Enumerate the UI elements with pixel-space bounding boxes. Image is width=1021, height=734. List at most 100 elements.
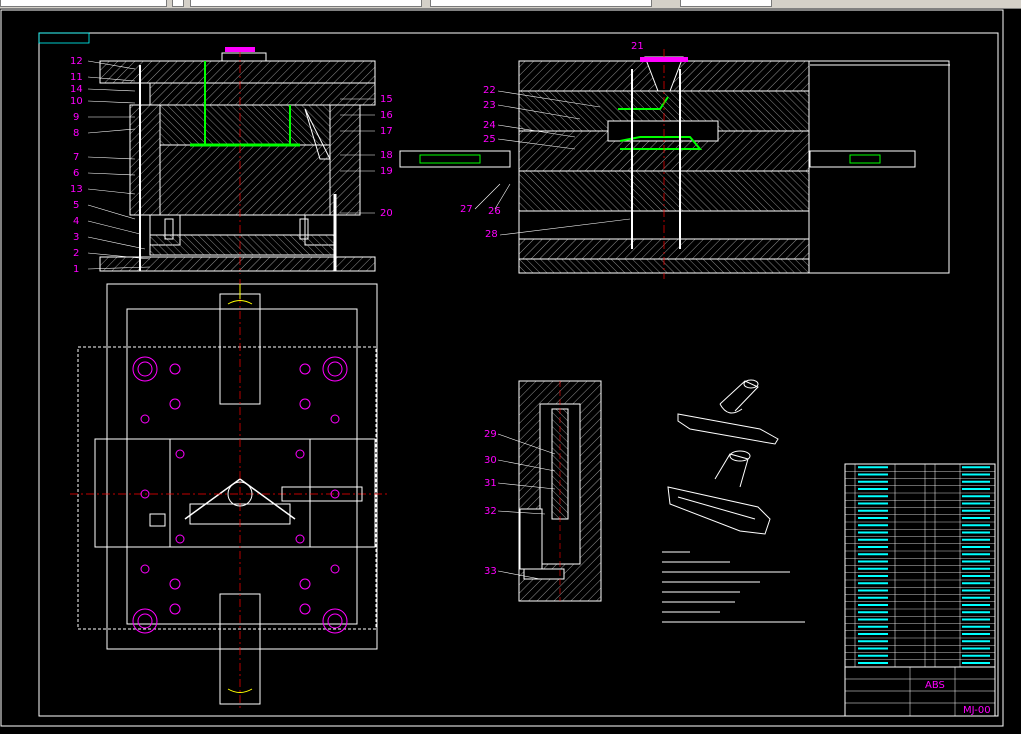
part-label: 20	[380, 208, 393, 219]
bom-cell-text	[962, 466, 990, 469]
part-label: 28	[485, 229, 498, 240]
part-label: 26	[488, 206, 501, 217]
toolbar-field-2[interactable]	[172, 0, 184, 7]
bom-cell-text	[962, 604, 990, 606]
bom-cell-text	[962, 567, 990, 570]
part-label: 5	[73, 200, 79, 211]
bom-cell-text	[962, 618, 990, 621]
bom-cell-text	[858, 502, 888, 505]
bom-cell-text	[962, 480, 990, 483]
part-labels: 1 2 3 4 5 6 7 8 9 10 11 12 13 14 15 16 1…	[70, 41, 644, 577]
cad-drawing[interactable]: 1 2 3 4 5 6 7 8 9 10 11 12 13 14 15 16 1…	[0, 9, 1021, 734]
bom-cell-text	[962, 560, 990, 563]
part-label: 32	[484, 506, 497, 517]
bom-cell-text	[858, 553, 888, 556]
bom-cell-text	[858, 640, 888, 643]
part-label: 29	[484, 429, 497, 440]
part-label: 8	[73, 128, 79, 139]
bom-cell-text	[858, 625, 888, 628]
bom-cell-text	[962, 625, 990, 628]
part-label: 30	[484, 455, 497, 466]
bom-cell-text	[962, 531, 990, 534]
bom-cell-text	[962, 473, 990, 476]
toolbar-field-4[interactable]	[430, 0, 652, 7]
part-label: 16	[380, 110, 393, 121]
bom-cell-text	[858, 480, 888, 483]
part-label: 4	[73, 216, 79, 227]
toolbar-field-3[interactable]	[190, 0, 422, 7]
material-label: ABS	[925, 680, 945, 691]
part-label: 2	[73, 248, 79, 259]
part-label: 18	[380, 150, 393, 161]
part-label: 1	[73, 264, 79, 275]
part-label: 14	[70, 84, 83, 95]
part-label: 24	[483, 120, 496, 131]
bom-cell-text	[962, 589, 990, 592]
drawing-canvas[interactable]: 1 2 3 4 5 6 7 8 9 10 11 12 13 14 15 16 1…	[0, 9, 1021, 734]
bom-cell-text	[962, 633, 990, 635]
part-label: 25	[483, 134, 496, 145]
sheet-inner-border	[38, 32, 999, 717]
toolbar-field-1[interactable]	[0, 0, 167, 7]
bom-cell-text	[858, 611, 888, 614]
bom-cell-text	[858, 647, 888, 650]
part-label: 12	[70, 56, 83, 67]
side-section-view	[399, 49, 950, 279]
part-label: 22	[483, 85, 496, 96]
part-label: 7	[73, 152, 79, 163]
part-label: 19	[380, 166, 393, 177]
part-label: 17	[380, 126, 393, 137]
bom-cell-text	[858, 546, 888, 548]
bom-cell-text	[858, 662, 888, 664]
bom-cell-text	[962, 662, 990, 664]
technical-notes	[662, 551, 805, 623]
part-label: 33	[484, 566, 497, 577]
product-view-top	[677, 379, 779, 445]
bom-cell-text	[962, 654, 990, 657]
part-label: 31	[484, 478, 497, 489]
toolbar	[0, 0, 1021, 9]
product-view-bottom	[667, 450, 771, 535]
bom-cell-text	[858, 531, 888, 534]
bom-cell-text	[858, 466, 888, 469]
bom-cell-text	[962, 611, 990, 614]
bom-cell-text	[858, 567, 888, 570]
title-block: ABS MJ-00	[844, 666, 996, 717]
bom-cell-text	[962, 509, 990, 512]
bom-cell-text	[962, 502, 990, 505]
bom-cell-text	[962, 495, 990, 498]
bom-cell-text	[962, 553, 990, 556]
bom-cell-text	[962, 538, 990, 541]
detail-view	[518, 380, 602, 602]
bom-cell-text	[962, 582, 990, 585]
bom-cell-text	[962, 575, 990, 577]
part-label: 9	[73, 112, 79, 123]
bom-cell-text	[962, 647, 990, 650]
corner-tag	[38, 32, 90, 44]
sheet-outer-border	[0, 9, 1004, 727]
bill-of-materials	[844, 463, 996, 668]
bom-cell-text	[858, 517, 888, 519]
bom-cell-text	[962, 546, 990, 548]
plan-view	[70, 279, 390, 709]
part-label: 11	[70, 72, 83, 83]
bom-cell-text	[962, 640, 990, 643]
bom-cell-text	[858, 618, 888, 621]
bom-cell-text	[858, 589, 888, 592]
main-section-view	[99, 47, 376, 274]
bom-cell-text	[858, 633, 888, 635]
part-label: 21	[631, 41, 644, 52]
bom-cell-text	[858, 596, 888, 599]
bom-cell-text	[858, 538, 888, 541]
part-label: 10	[70, 96, 83, 107]
part-label: 13	[70, 184, 83, 195]
part-label: 27	[460, 204, 473, 215]
bom-cell-text	[858, 582, 888, 585]
bom-cell-text	[858, 560, 888, 563]
toolbar-field-5[interactable]	[680, 0, 772, 7]
bom-cell-text	[858, 473, 888, 476]
bom-cell-text	[962, 524, 990, 527]
part-label: 23	[483, 100, 496, 111]
bom-cell-text	[858, 495, 888, 498]
drawing-number: MJ-00	[963, 705, 991, 716]
